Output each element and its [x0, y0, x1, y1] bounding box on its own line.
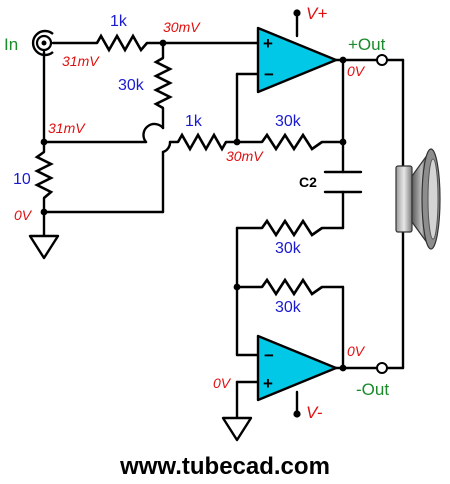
resistor-value: 30k	[275, 240, 302, 257]
opamp-bottom	[256, 334, 338, 402]
speaker-icon	[395, 148, 441, 250]
input-label: In	[4, 35, 18, 54]
node-dot	[40, 208, 48, 216]
resistor-value: 10	[13, 171, 31, 188]
wires	[42, 14, 405, 420]
capacitor-c2	[323, 170, 363, 194]
node-dot	[339, 364, 347, 372]
voltage-label: 31mV	[62, 53, 100, 69]
node-dot	[339, 138, 347, 146]
voltage-label: 0V	[14, 207, 33, 223]
resistor-input	[95, 33, 148, 53]
resistor-value: 30k	[118, 77, 145, 94]
node-dot	[159, 39, 167, 47]
ground-icon	[28, 234, 60, 260]
vplus-terminal	[293, 9, 301, 17]
opamp-top	[256, 26, 338, 94]
resistor-shunt	[34, 150, 54, 199]
wire	[142, 122, 165, 144]
resistor-feedback-top	[260, 132, 323, 152]
vplus-label: V+	[306, 4, 327, 23]
minus-out-terminal	[376, 362, 388, 374]
node-dot	[40, 138, 48, 146]
node-dot	[233, 283, 241, 291]
opamp-plus-pin: +	[263, 34, 273, 53]
input-jack-icon	[31, 29, 54, 57]
voltage-label: 0V	[347, 343, 366, 359]
opamp-plus-pin: +	[263, 374, 273, 393]
node-dot	[233, 138, 241, 146]
voltage-label: 30mV	[226, 148, 264, 164]
voltage-label: 30mV	[163, 19, 201, 35]
vminus-terminal	[293, 410, 301, 418]
minus-out-label: -Out	[356, 380, 389, 399]
wire	[161, 140, 172, 154]
plus-out-terminal	[376, 54, 388, 66]
capacitor-label: C2	[299, 174, 317, 190]
opamp-minus-pin: −	[264, 346, 274, 365]
resistor-divider	[153, 56, 173, 110]
voltage-label: 0V	[347, 63, 366, 79]
voltage-label: 0V	[213, 375, 232, 391]
vminus-label: V-	[306, 403, 323, 422]
resistor-value: 1k	[110, 13, 128, 30]
resistor-feedback-bottom	[260, 277, 323, 297]
resistor-value: 30k	[275, 113, 302, 130]
plus-out-label: +Out	[348, 35, 386, 54]
resistor-middle	[176, 132, 228, 152]
voltage-label: 31mV	[48, 120, 86, 136]
resistor-value: 1k	[185, 113, 203, 130]
resistor-value: 30k	[275, 299, 302, 316]
resistor-cross	[260, 218, 323, 238]
opamp-minus-pin: −	[264, 65, 274, 84]
website-url: www.tubecad.com	[119, 453, 330, 480]
node-dot	[339, 56, 347, 64]
ground-icon	[221, 416, 253, 442]
